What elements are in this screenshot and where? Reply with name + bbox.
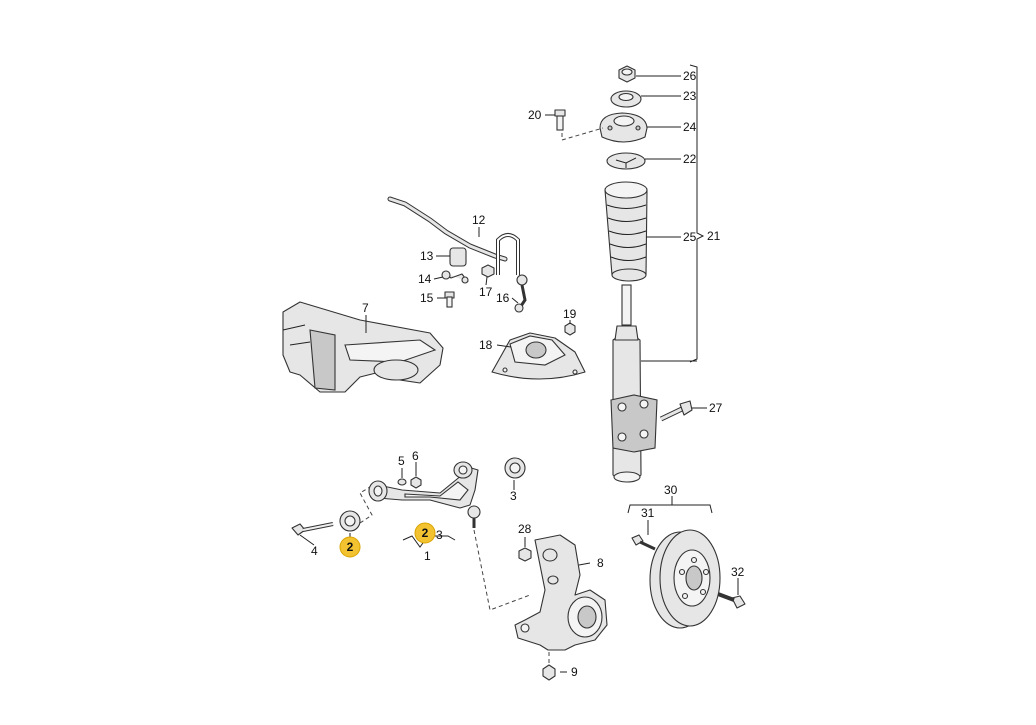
callout-8: 8 xyxy=(597,556,604,570)
callout-21: 21 xyxy=(707,229,721,243)
brake-disc xyxy=(649,529,721,629)
stabilizer-bush xyxy=(449,247,467,267)
callout-25: 25 xyxy=(683,230,697,244)
highlight-callout-2-left[interactable]: 2 xyxy=(339,536,361,558)
seat-nut xyxy=(564,322,576,336)
callout-14: 14 xyxy=(418,272,432,286)
group-bracket-30 xyxy=(627,504,713,514)
top-nut xyxy=(618,65,636,83)
strut-mount xyxy=(599,112,648,143)
control-arm xyxy=(368,461,481,528)
arm-bolt xyxy=(291,522,334,536)
balljoint-dashline xyxy=(473,529,531,611)
subframe xyxy=(282,301,444,393)
bracket-bolt xyxy=(444,291,455,308)
strut-assembly xyxy=(554,65,693,483)
callout-7: 7 xyxy=(362,301,369,315)
bush-2 xyxy=(339,510,361,532)
callout-19: 19 xyxy=(563,307,577,321)
callout-18: 18 xyxy=(479,338,493,352)
callout-16: 16 xyxy=(496,291,510,305)
mount-bolt xyxy=(554,109,566,131)
callout-22: 22 xyxy=(683,152,697,166)
bump-stop-cap xyxy=(606,152,646,170)
stabilizer-bracket xyxy=(441,270,469,284)
link-nut xyxy=(481,264,495,278)
callout-23: 23 xyxy=(683,89,697,103)
callout-28: 28 xyxy=(518,522,532,536)
callout-17: 17 xyxy=(479,285,493,299)
strut-clamp-bolt xyxy=(659,400,693,422)
wheel-bolt xyxy=(717,592,746,609)
highlight-callout-2-center[interactable]: 2 xyxy=(414,522,436,544)
callout-31: 31 xyxy=(641,506,655,520)
spring-seat xyxy=(491,332,586,380)
piston-rod xyxy=(621,284,632,326)
callout-1: 1 xyxy=(424,549,431,563)
callout-5: 5 xyxy=(398,454,405,468)
shock-absorber-body xyxy=(610,325,658,483)
nut-28 xyxy=(518,547,532,562)
callout-4: 4 xyxy=(311,544,318,558)
mount-bolt-dashline xyxy=(561,127,604,141)
top-washer xyxy=(610,90,642,108)
coupling-rod xyxy=(514,274,528,313)
callout-15: 15 xyxy=(420,291,434,305)
highlight-label-2-left: 2 xyxy=(347,540,354,554)
nut-9 xyxy=(542,664,556,681)
highlight-label-2-center: 2 xyxy=(422,526,429,540)
callout-26: 26 xyxy=(683,69,697,83)
callout-9: 9 xyxy=(571,665,578,679)
arm-dashline-left xyxy=(359,486,373,524)
callout-3-lower: 3 xyxy=(436,528,443,542)
callout-27: 27 xyxy=(709,401,723,415)
washer-5 xyxy=(397,478,407,486)
dust-boot xyxy=(604,181,648,282)
callout-6: 6 xyxy=(412,449,419,463)
callout-3-upper: 3 xyxy=(510,489,517,503)
stabilizer-bar xyxy=(387,196,520,275)
callout-32: 32 xyxy=(731,565,745,579)
disc-screw xyxy=(631,534,656,551)
nut-6 xyxy=(410,476,422,489)
group-bracket-21 xyxy=(689,64,705,363)
leader-lines xyxy=(299,75,739,673)
callout-20: 20 xyxy=(528,108,542,122)
callout-30: 30 xyxy=(664,483,678,497)
wheel-bearing-housing xyxy=(514,534,608,651)
bush-3 xyxy=(504,457,526,479)
callout-12: 12 xyxy=(472,213,486,227)
callout-labels: 26 23 24 22 25 21 27 20 12 13 14 15 17 1… xyxy=(311,69,745,679)
callout-13: 13 xyxy=(420,249,434,263)
callout-24: 24 xyxy=(683,120,697,134)
